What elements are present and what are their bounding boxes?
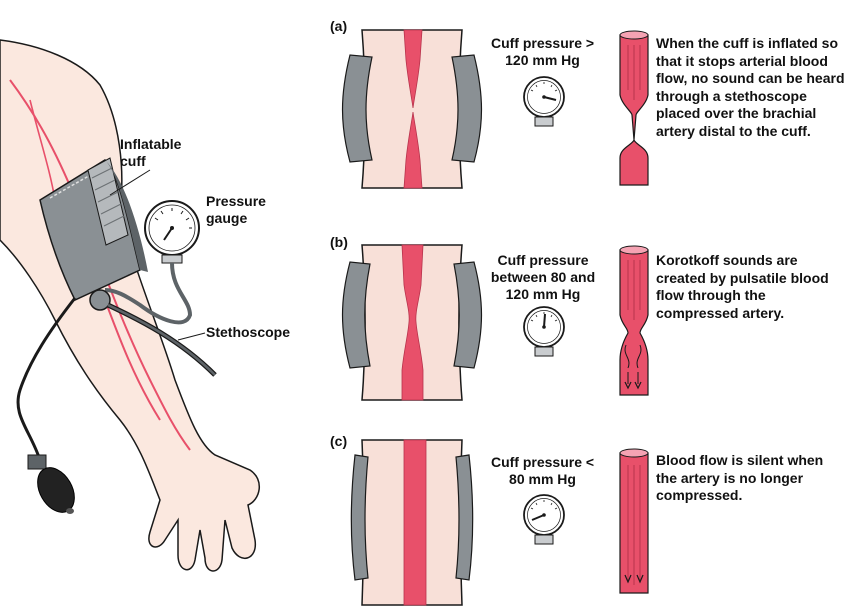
panel-b-description: Korotkoff sounds are created by pulsatil…: [656, 252, 829, 321]
cuff-velcro: [87, 157, 129, 246]
panel-c-arrows: [624, 574, 644, 584]
panel-b-cuff-left: [341, 261, 371, 369]
panel-a-artery-bottom: [403, 111, 423, 189]
panel-c-gauge-needle: [531, 514, 545, 521]
panel-a-cuff-pressure: Cuff pressure > 120 mm Hg: [490, 35, 595, 68]
panel-b-arrows: [624, 381, 642, 390]
inflation-bulb: [27, 454, 75, 514]
panel-c-description: Blood flow is silent when the artery is …: [656, 452, 824, 503]
panel-b-letter: (b): [330, 234, 348, 250]
arm-illustration: [0, 39, 260, 572]
panel-a-gauge-needle: [543, 96, 557, 101]
panel-c-gauge: [523, 494, 565, 545]
panel-c-letter: (c): [330, 433, 348, 449]
stethoscope-tube-inner: [107, 303, 216, 376]
bulb-tube: [16, 297, 77, 461]
panel-b-vessel-top: [619, 245, 649, 255]
panel-c-vessel-top: [619, 448, 649, 458]
panel-b-cuff-right: [453, 261, 483, 369]
panel-c-cuff-left: [350, 454, 369, 581]
panel-c-cuff-pressure: Cuff pressure < 80 mm Hg: [490, 454, 595, 487]
panel-a-letter: (a): [330, 18, 348, 34]
panel-a-vessel-top: [619, 30, 649, 40]
panel-b-artery: [401, 244, 424, 401]
arm-artery-upper: [29, 99, 56, 201]
panel-b-gauge-needle: [543, 313, 546, 328]
arm-artery-branch: [104, 299, 161, 421]
label-stethoscope: Stethoscope: [206, 324, 291, 340]
gauge-tube: [104, 262, 193, 325]
panel-b-flow-lines: [627, 260, 641, 320]
panel-c-cuff-right: [455, 454, 474, 581]
arm-pressure-gauge: [144, 200, 200, 264]
panel-a-vessel: [619, 34, 649, 186]
panel-b-vessel: [619, 249, 649, 396]
cuff-shadow: [105, 160, 148, 272]
stethoscope-pointer: [177, 332, 206, 341]
label-pressure-gauge: Pressure gauge: [206, 193, 266, 226]
cuff-pointer: [109, 169, 151, 196]
panel-c-flow-lines: [627, 465, 641, 585]
panel-b-cuff-pressure: Cuff pressure between 80 and 120 mm Hg: [490, 252, 596, 302]
panel-a-gauge: [523, 76, 565, 127]
panel-a-flow-lines: [627, 45, 641, 100]
panel-c-artery: [403, 439, 427, 606]
panel-a-cuff-left: [341, 54, 373, 163]
panel-c-artwork: [350, 439, 649, 606]
panel-a-artery-top: [403, 29, 423, 109]
cuff-velcro-texture: [91, 167, 125, 227]
panel-a-artwork: [341, 29, 649, 189]
stethoscope-head: [89, 289, 111, 311]
panel-a-description: When the cuff is inflated so that it sto…: [656, 35, 845, 139]
panel-b-artwork: [341, 244, 649, 401]
panel-a-cuff-right: [451, 54, 483, 163]
label-inflatable-cuff: Inflatable cuff: [120, 136, 182, 169]
panel-b-turbulence: [624, 344, 642, 384]
